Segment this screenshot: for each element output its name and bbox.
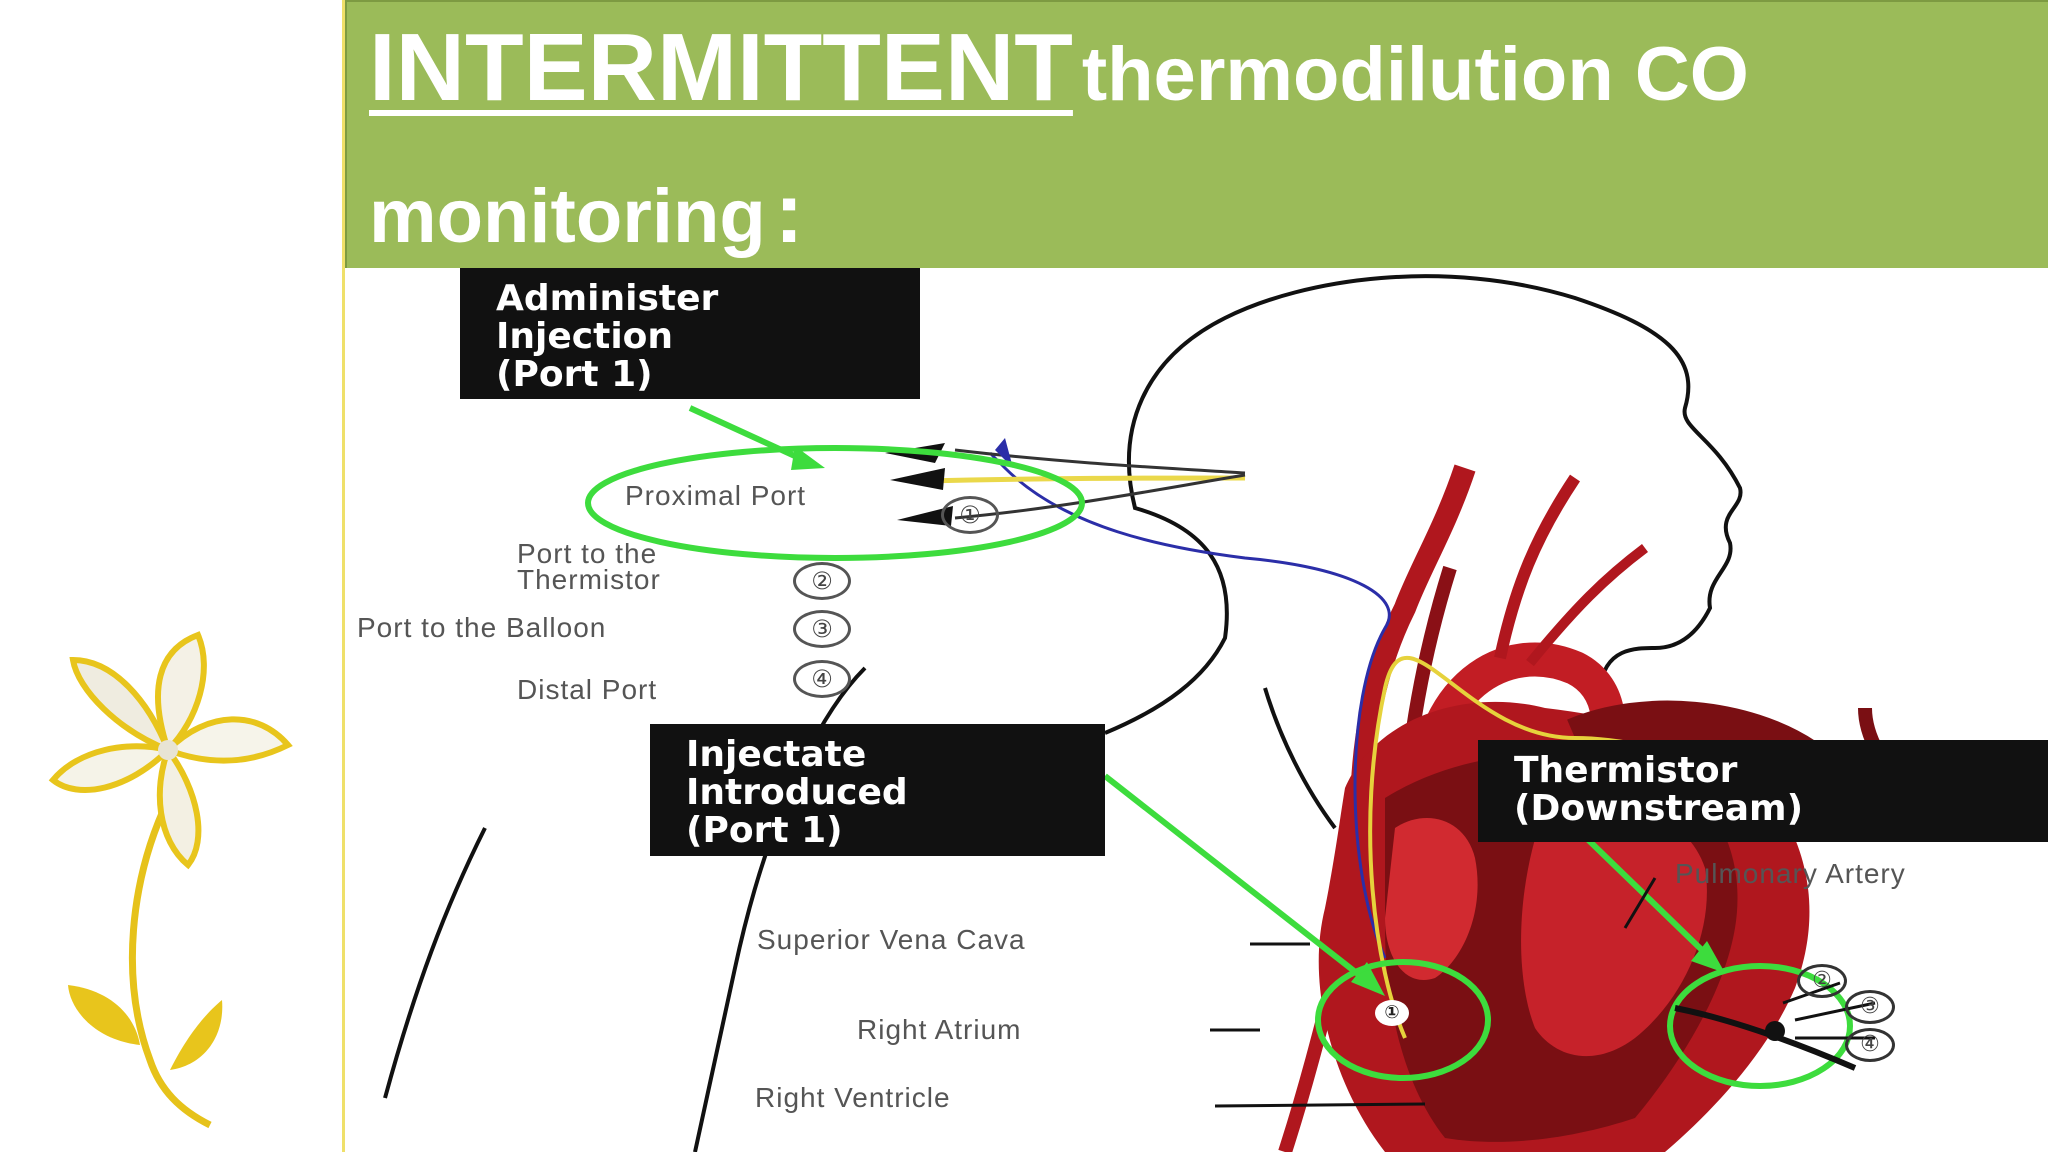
port-thermistor-label-1: Port to the [517, 538, 658, 569]
heart-number-4: ④ [1845, 1028, 1895, 1062]
right-atrium-marker: ① [1375, 1000, 1409, 1026]
slide-title: INTERMITTENT thermodilution CO monitorin… [369, 6, 2029, 293]
catheter-yellow-branch [924, 475, 1246, 484]
title-rest: thermodilution CO [1081, 32, 1749, 117]
pa-thermistor-highlight [1667, 963, 1853, 1089]
right-atrium-label: Right Atrium [857, 1014, 1022, 1045]
distal-port-number: ④ [793, 660, 851, 698]
port-balloon-number: ③ [793, 610, 851, 648]
thermistor-box: Thermistor (Downstream) [1478, 740, 2048, 842]
injectate-line1: Injectate [686, 734, 867, 775]
administer-arrow [688, 405, 812, 466]
title-banner: INTERMITTENT thermodilution CO monitorin… [345, 0, 2048, 268]
divider-line [342, 0, 345, 1152]
catheter-blue [988, 451, 1391, 959]
administer-line2: Injection [496, 316, 674, 357]
administer-line1: Administer [496, 278, 719, 319]
proximal-port-number: ① [941, 496, 999, 534]
port-thermistor-label-2: Thermistor [517, 564, 661, 595]
injectate-line2: Introduced [686, 772, 908, 813]
port-thermistor-number: ② [793, 562, 851, 600]
svc-label: Superior Vena Cava [757, 924, 1026, 955]
arm-line [693, 666, 867, 1152]
diagram-artwork [383, 274, 2048, 1152]
title-line2: monitoring [369, 174, 766, 259]
heart-number-2: ② [1797, 964, 1847, 998]
thermodilution-diagram: ① Administer Injection (Port 1) Injectat… [345, 268, 2048, 1152]
heart-number-3: ③ [1845, 990, 1895, 1024]
administer-injection-box: Administer Injection (Port 1) [460, 268, 920, 399]
distal-port-label: Distal Port [517, 674, 658, 705]
port-balloon-label: Port to the Balloon [357, 612, 607, 643]
title-emphasis: INTERMITTENT [369, 14, 1073, 121]
thermistor-line1: Thermistor [1514, 750, 1738, 791]
proximal-port-highlight [585, 445, 1085, 561]
neck-line [1263, 687, 1337, 830]
rv-leader [1214, 1102, 1426, 1108]
pulmonary-artery-label: Pulmonary Artery [1675, 858, 1906, 889]
injectate-line3: (Port 1) [686, 810, 843, 851]
proximal-port-label: Proximal Port [625, 480, 807, 511]
right-atrium-highlight [1315, 959, 1491, 1081]
pa-leader [1623, 877, 1657, 929]
injectate-introduced-box: Injectate Introduced (Port 1) [650, 724, 1105, 856]
title-colon: : [774, 165, 804, 261]
left-panel [0, 0, 342, 1152]
flower-decoration-icon [48, 631, 293, 1129]
thermistor-line2: (Downstream) [1514, 788, 1804, 829]
right-ventricle-label: Right Ventricle [755, 1082, 951, 1113]
injectate-arrow [1103, 773, 1365, 981]
administer-line3: (Port 1) [496, 354, 653, 395]
